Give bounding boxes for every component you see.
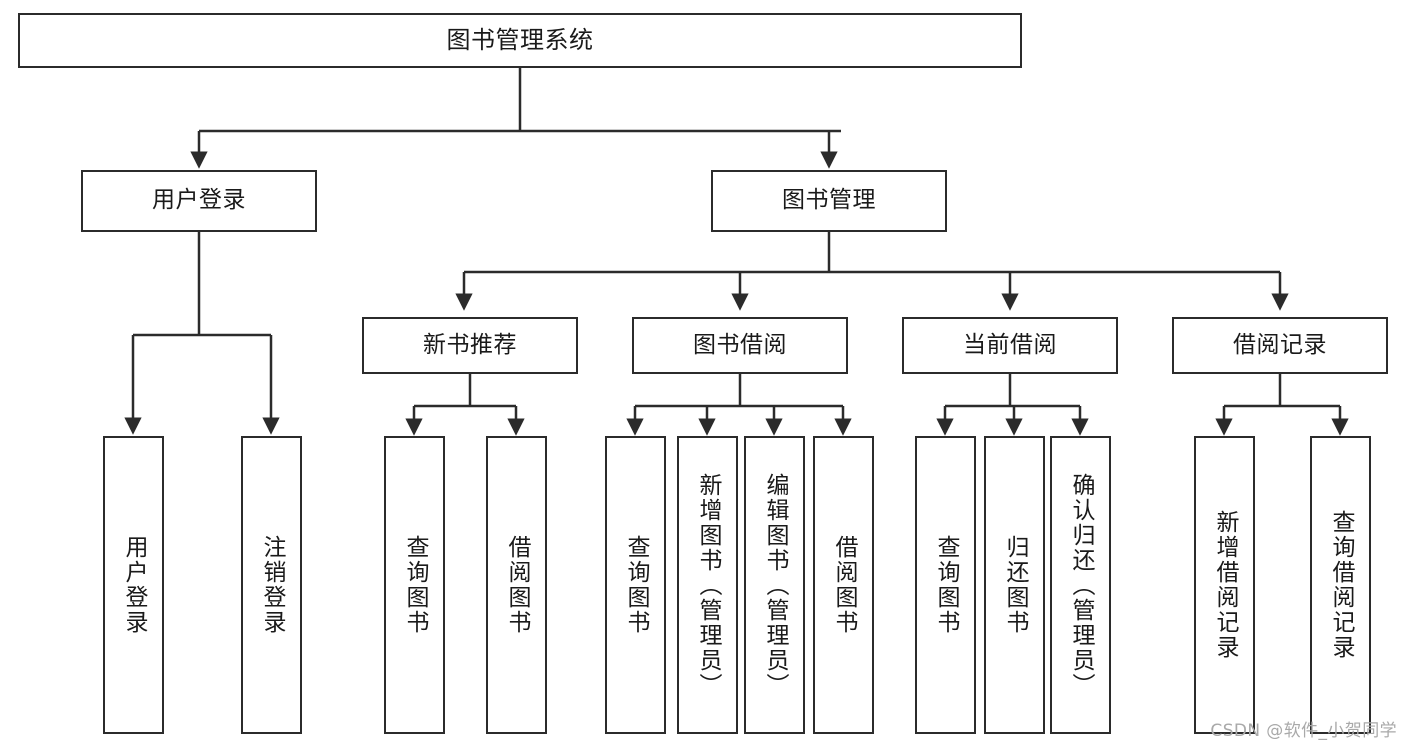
- node-current-borrow-label: 当前借阅: [963, 331, 1057, 358]
- node-book-borrow[interactable]: 图书借阅: [632, 317, 848, 374]
- leaf-borrow-book-1-label: 借阅图书: [504, 535, 530, 635]
- leaf-add-book[interactable]: 新增图书（管理员）: [677, 436, 738, 734]
- leaf-user-login-label: 用户登录: [121, 535, 147, 635]
- leaf-borrow-book-1[interactable]: 借阅图书: [486, 436, 547, 734]
- leaf-borrow-book-2[interactable]: 借阅图书: [813, 436, 874, 734]
- leaf-return-book-label: 归还图书: [1002, 535, 1028, 635]
- node-book-manage[interactable]: 图书管理: [711, 170, 947, 232]
- leaf-query-book-1-label: 查询图书: [402, 535, 428, 635]
- leaf-query-book-3-label: 查询图书: [933, 535, 959, 635]
- node-book-borrow-label: 图书借阅: [693, 331, 787, 358]
- node-book-manage-label: 图书管理: [782, 187, 876, 214]
- leaf-add-record[interactable]: 新增借阅记录: [1194, 436, 1255, 734]
- leaf-query-book-2-label: 查询图书: [623, 535, 649, 635]
- leaf-query-record[interactable]: 查询借阅记录: [1310, 436, 1371, 734]
- leaf-logout-login[interactable]: 注销登录: [241, 436, 302, 734]
- node-borrow-record-label: 借阅记录: [1233, 331, 1327, 358]
- node-user-login[interactable]: 用户登录: [81, 170, 317, 232]
- leaf-user-login[interactable]: 用户登录: [103, 436, 164, 734]
- leaf-add-book-label: 新增图书（管理员）: [695, 472, 721, 698]
- leaf-add-record-label: 新增借阅记录: [1212, 510, 1238, 660]
- node-user-login-label: 用户登录: [152, 187, 246, 214]
- leaf-confirm-return[interactable]: 确认归还（管理员）: [1050, 436, 1111, 734]
- csdn-watermark: CSDN @软件_小贺同学: [1210, 721, 1397, 741]
- leaf-query-book-1[interactable]: 查询图书: [384, 436, 445, 734]
- leaf-query-book-3[interactable]: 查询图书: [915, 436, 976, 734]
- leaf-confirm-return-label: 确认归还（管理员）: [1068, 472, 1094, 698]
- node-new-book-rec-label: 新书推荐: [423, 331, 517, 358]
- node-root[interactable]: 图书管理系统: [18, 13, 1022, 68]
- leaf-query-record-label: 查询借阅记录: [1328, 510, 1354, 660]
- leaf-borrow-book-2-label: 借阅图书: [831, 535, 857, 635]
- leaf-return-book[interactable]: 归还图书: [984, 436, 1045, 734]
- leaf-edit-book-label: 编辑图书（管理员）: [762, 472, 788, 698]
- node-current-borrow[interactable]: 当前借阅: [902, 317, 1118, 374]
- node-root-label: 图书管理系统: [446, 26, 594, 55]
- leaf-query-book-2[interactable]: 查询图书: [605, 436, 666, 734]
- leaf-edit-book[interactable]: 编辑图书（管理员）: [744, 436, 805, 734]
- node-new-book-rec[interactable]: 新书推荐: [362, 317, 578, 374]
- node-borrow-record[interactable]: 借阅记录: [1172, 317, 1388, 374]
- leaf-logout-login-label: 注销登录: [259, 535, 285, 635]
